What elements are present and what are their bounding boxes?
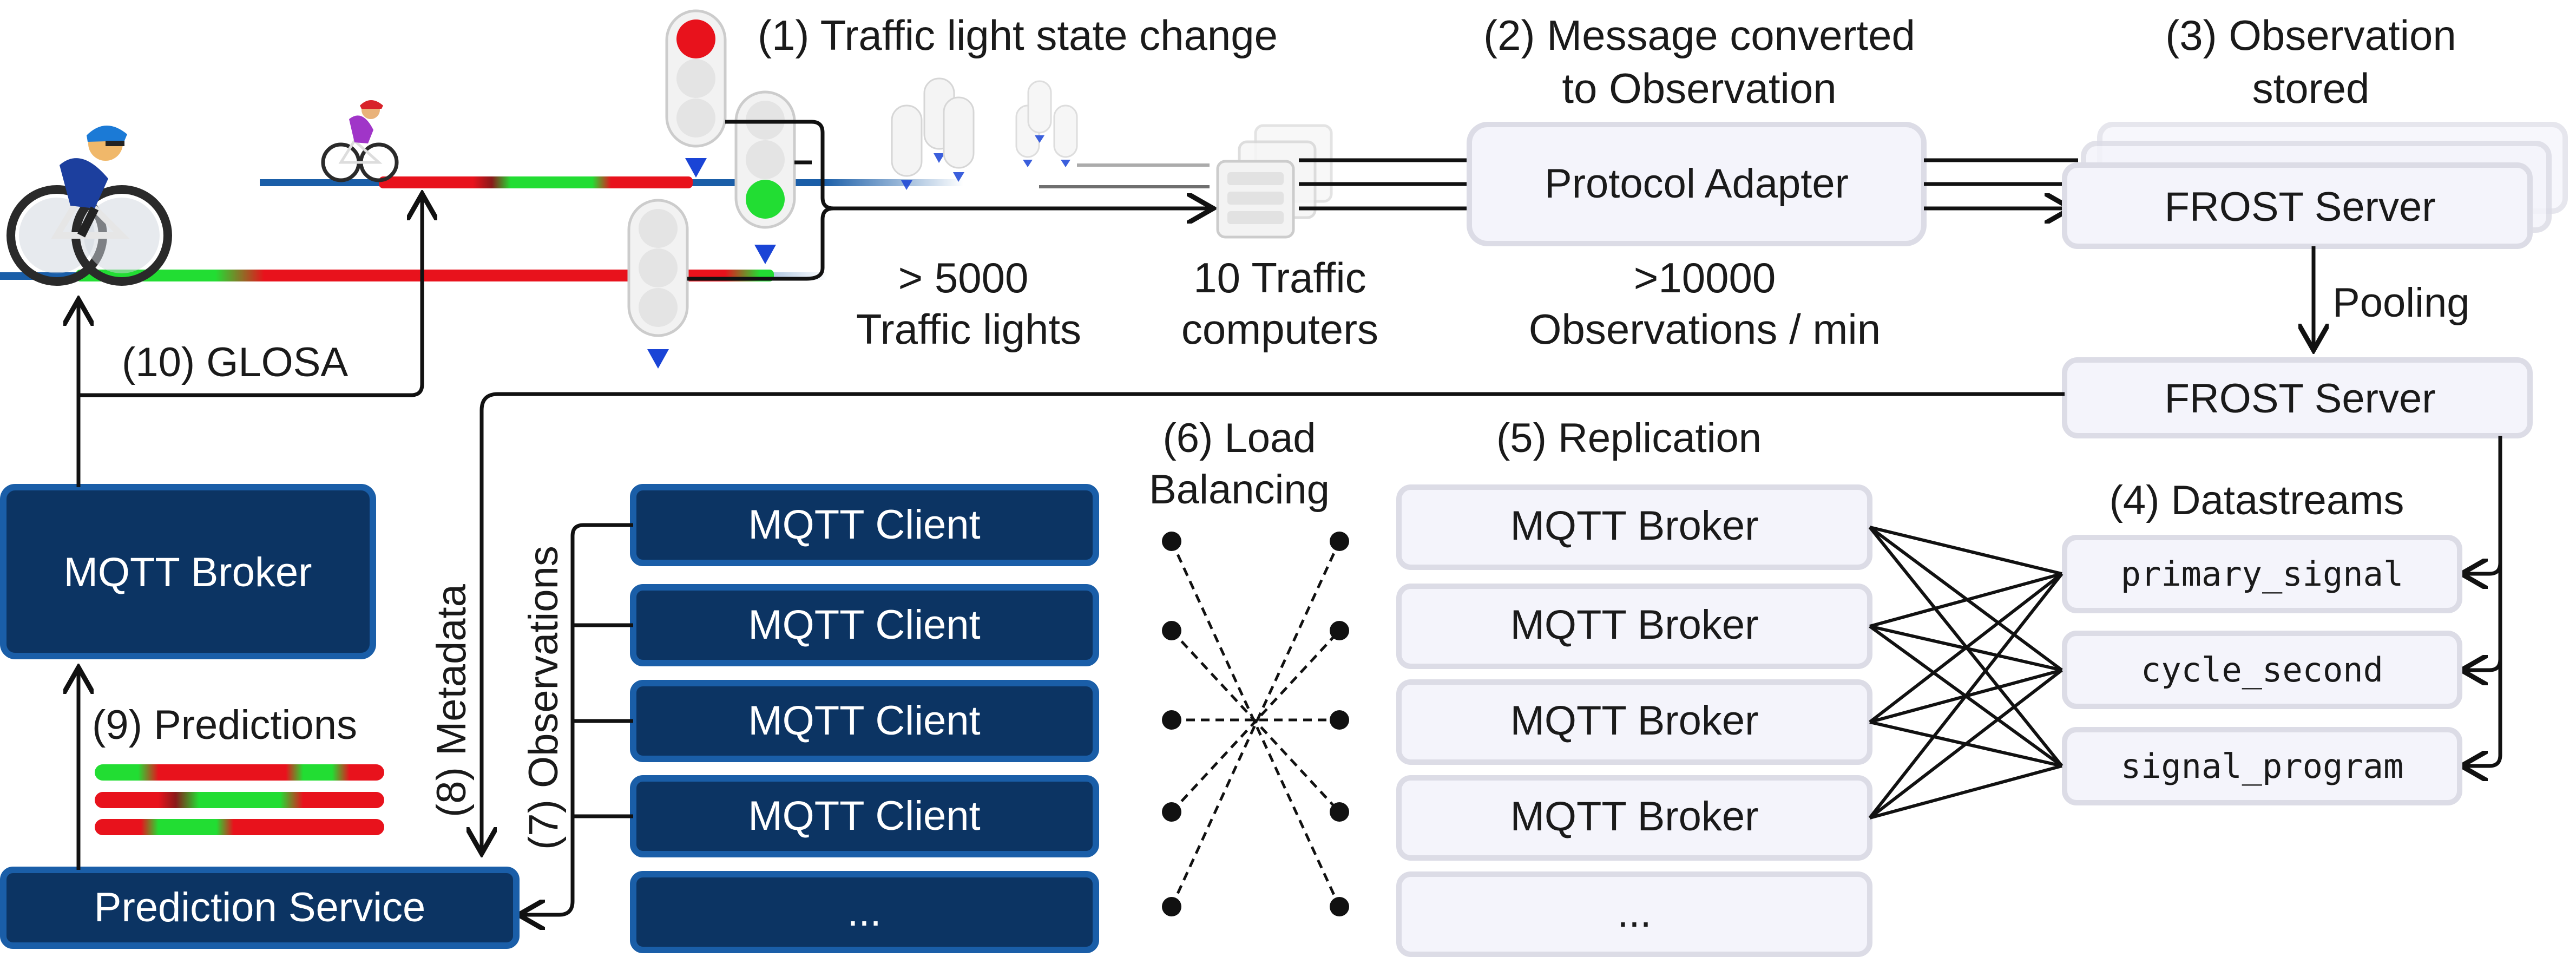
mqtt-broker-main-box <box>0 484 376 659</box>
mqtt-broker-main-label: MQTT Broker <box>64 549 312 595</box>
datastream-box-primary-signal <box>2062 535 2462 613</box>
traffic-light-icon <box>627 199 689 369</box>
step-9-label: (9) Predictions <box>92 702 357 748</box>
cyclist-icon <box>321 100 399 182</box>
step-5-label: (5) Replication <box>1496 415 1762 461</box>
step-2-label-line1: (2) Message converted <box>1483 11 1915 59</box>
cyclist-icon <box>6 125 172 286</box>
load-balancing-nodes <box>1162 532 1349 916</box>
traffic-light-icon <box>891 77 1078 190</box>
load-balancing-links <box>1170 540 1341 908</box>
replica-broker-label: MQTT Broker <box>1510 602 1759 648</box>
step-1-label: (1) Traffic light state change <box>758 11 1278 59</box>
replica-broker-label: ... <box>1617 890 1651 936</box>
step-2-label-line2: to Observation <box>1562 64 1836 112</box>
prediction-service-label: Prediction Service <box>94 884 426 930</box>
mqtt-client-label: MQTT Client <box>748 793 980 839</box>
step-4-label: (4) Datastreams <box>2110 477 2404 523</box>
pooling-label: Pooling <box>2332 280 2470 326</box>
stat-traffic-computers-line1: 10 Traffic <box>1193 254 1366 302</box>
datastream-label: cycle_second <box>2141 650 2383 690</box>
frost-server-bottom-box <box>2062 357 2533 438</box>
step-3-label-line1: (3) Observation <box>2165 11 2456 59</box>
mqtt-client-label: MQTT Client <box>748 502 980 548</box>
datastream-box-cycle-second <box>2062 631 2462 709</box>
road-lower <box>0 270 828 281</box>
traffic-light-icon <box>665 9 727 178</box>
mqtt-client-label: ... <box>847 889 881 935</box>
replication-links <box>1868 526 2064 820</box>
replica-broker-box <box>1396 871 1872 957</box>
frost-server-top-label: FROST Server <box>2164 184 2435 230</box>
step-6-label-line2: Balancing <box>1149 467 1330 513</box>
replica-broker-label: MQTT Broker <box>1510 503 1759 549</box>
prediction-service-box <box>0 867 520 949</box>
stat-traffic-computers-line2: computers <box>1181 305 1378 353</box>
stat-traffic-lights-line2: Traffic lights <box>856 305 1081 353</box>
road-upper <box>260 176 963 188</box>
step-10-label: (10) GLOSA <box>122 339 348 385</box>
mqtt-client-label: MQTT Client <box>748 698 980 744</box>
stat-traffic-lights-line1: > 5000 <box>898 254 1029 302</box>
protocol-adapter-label: Protocol Adapter <box>1545 161 1849 207</box>
mqtt-client-label: MQTT Client <box>748 602 980 648</box>
traffic-computer-icon <box>1216 124 1333 239</box>
datastream-box-signal-program <box>2062 727 2462 805</box>
replica-broker-label: MQTT Broker <box>1510 794 1759 840</box>
frost-server-top-stack <box>2062 122 2568 249</box>
prediction-bars <box>95 764 384 835</box>
frost-server-bottom-label: FROST Server <box>2164 376 2435 422</box>
step-7-label: (7) Observations <box>521 546 567 850</box>
step-6-label-line1: (6) Load <box>1162 415 1316 461</box>
mqtt-client-box <box>630 871 1099 953</box>
datastream-label: signal_program <box>2121 746 2404 786</box>
replica-broker-label: MQTT Broker <box>1510 698 1759 744</box>
stat-observations-line2: Observations / min <box>1529 305 1881 353</box>
traffic-light-icon <box>734 90 796 264</box>
step-3-label-line2: stored <box>2252 64 2370 112</box>
step-8-label: (8) Metadata <box>429 584 475 817</box>
datastream-label: primary_signal <box>2121 554 2404 594</box>
stat-observations-line1: >10000 <box>1634 254 1776 302</box>
